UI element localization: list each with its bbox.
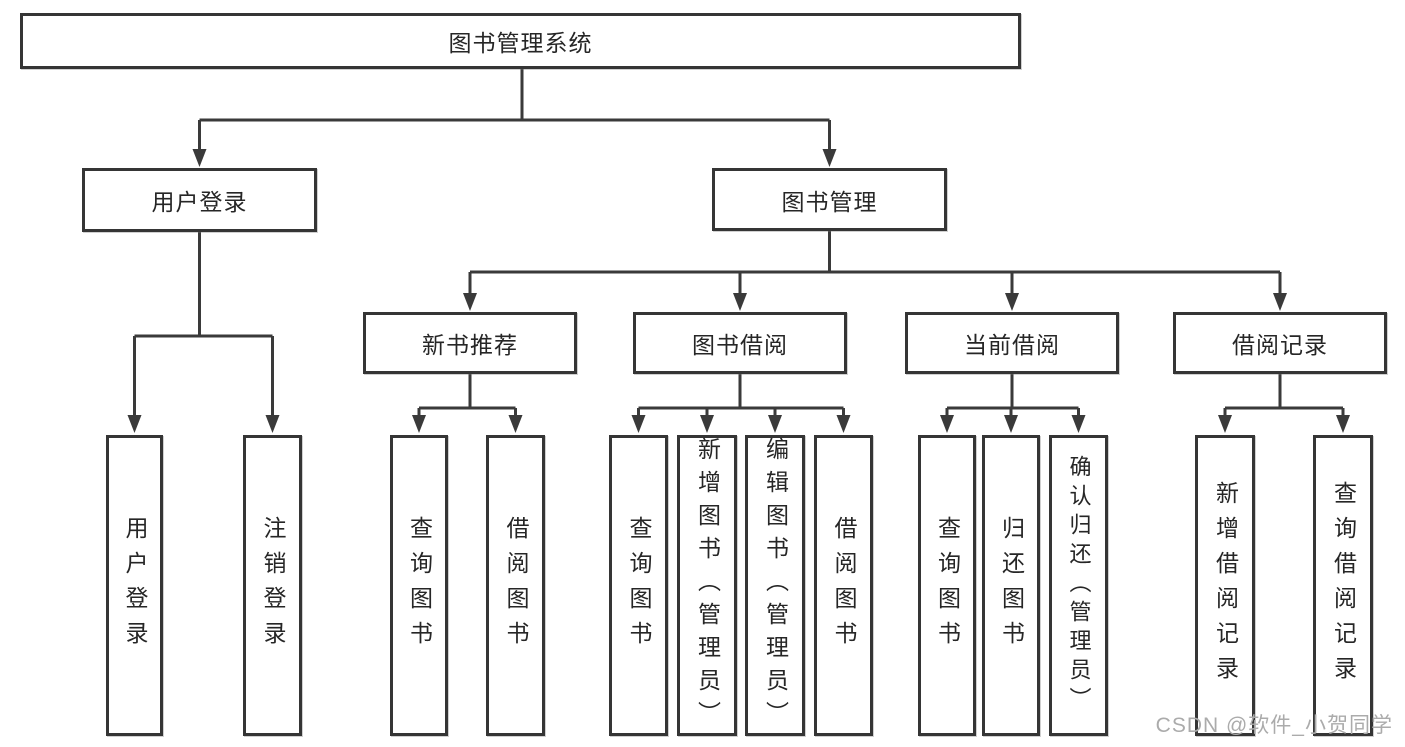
leaf-query-books-current-label: 查询图书 <box>934 515 961 656</box>
leaf-user-login-label: 用户登录 <box>122 515 148 656</box>
leaf-query-books-recommend: 查询图书 <box>390 435 448 736</box>
leaf-add-book-admin: 新增图书（管理员） <box>677 435 737 736</box>
leaf-return-books-label: 归还图书 <box>998 515 1025 656</box>
leaf-return-books: 归还图书 <box>982 435 1040 736</box>
leaf-confirm-return-admin-label: 确认归还（管理员） <box>1066 455 1092 716</box>
arrowheads <box>127 149 1350 433</box>
node-new-book-recommend-label: 新书推荐 <box>422 332 518 358</box>
leaf-user-login: 用户登录 <box>106 435 163 736</box>
leaf-borrow-books-borrow-label: 借阅图书 <box>831 515 857 656</box>
node-book-borrow: 图书借阅 <box>633 312 847 374</box>
node-new-book-recommend: 新书推荐 <box>363 312 577 374</box>
leaf-borrow-books-borrow: 借阅图书 <box>814 435 873 736</box>
leaf-add-borrow-record-label: 新增借阅记录 <box>1212 480 1239 691</box>
leaf-query-borrow-record-label: 查询借阅记录 <box>1330 480 1357 691</box>
leaf-query-books-current: 查询图书 <box>918 435 976 736</box>
leaf-edit-book-admin: 编辑图书（管理员） <box>745 435 805 736</box>
node-library-system: 图书管理系统 <box>20 13 1021 69</box>
node-library-system-label: 图书管理系统 <box>448 30 593 56</box>
leaf-confirm-return-admin: 确认归还（管理员） <box>1049 435 1108 736</box>
leaf-query-books-borrow: 查询图书 <box>609 435 668 736</box>
node-current-borrow-label: 当前借阅 <box>964 332 1060 358</box>
leaf-query-borrow-record: 查询借阅记录 <box>1313 435 1373 736</box>
leaf-borrow-books-recommend: 借阅图书 <box>486 435 545 736</box>
node-borrow-records-label: 借阅记录 <box>1232 332 1328 358</box>
leaf-borrow-books-recommend-label: 借阅图书 <box>503 515 529 656</box>
node-current-borrow: 当前借阅 <box>905 312 1119 374</box>
leaf-logout-label: 注销登录 <box>260 515 286 656</box>
node-book-management: 图书管理 <box>712 168 947 231</box>
csdn-watermark: CSDN @软件_小贺同学 <box>1155 714 1393 737</box>
node-user-login: 用户登录 <box>82 168 317 232</box>
leaf-query-books-recommend-label: 查询图书 <box>406 515 433 656</box>
leaf-edit-book-admin-label: 编辑图书（管理员） <box>762 437 789 734</box>
node-book-management-label: 图书管理 <box>781 188 878 215</box>
node-borrow-records: 借阅记录 <box>1173 312 1387 374</box>
node-user-login-label: 用户登录 <box>151 189 248 215</box>
leaf-add-book-admin-label: 新增图书（管理员） <box>694 437 721 734</box>
leaf-query-books-borrow-label: 查询图书 <box>626 515 652 656</box>
leaf-add-borrow-record: 新增借阅记录 <box>1195 435 1255 736</box>
leaf-logout: 注销登录 <box>243 435 302 736</box>
node-book-borrow-label: 图书借阅 <box>692 332 788 358</box>
